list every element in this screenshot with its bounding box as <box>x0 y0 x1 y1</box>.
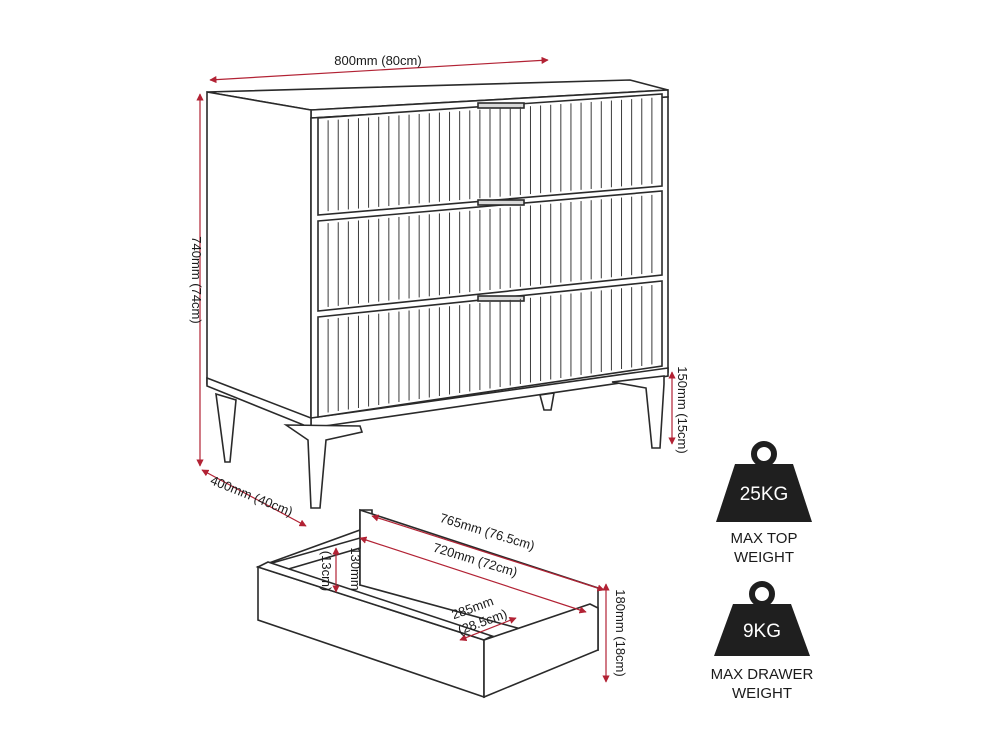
leg-height-label: 150mm (15cm) <box>675 366 690 453</box>
width-label: 800mm (80cm) <box>334 53 421 68</box>
drawer-weight-label-line2: WEIGHT <box>732 685 792 702</box>
drawer-height-label: 180mm (18cm) <box>613 589 628 676</box>
top-weight-value: 25KG <box>740 484 789 505</box>
dimension-lines <box>196 56 676 683</box>
drawer-handle-bottom <box>477 295 525 302</box>
drawer-grooves <box>327 97 653 413</box>
weight-icon <box>714 581 810 656</box>
height-label: 740mm (74cm) <box>189 236 204 323</box>
chest-of-drawers <box>206 79 669 509</box>
leg-front-left <box>283 424 364 509</box>
weight-icon <box>716 441 812 522</box>
top-weight-label-line2: WEIGHT <box>734 549 794 566</box>
drawer-depth-arrow <box>459 617 517 641</box>
drawer-handle-top <box>477 102 525 109</box>
drawer-inner-width-arrow <box>359 536 587 614</box>
open-drawer <box>255 508 599 699</box>
depth-arrow <box>201 469 307 527</box>
max-drawer-weight: 9KG MAX DRAWER WEIGHT <box>711 581 814 702</box>
chest-side-panel <box>206 91 312 427</box>
top-weight-label-line1: MAX TOP <box>731 530 798 547</box>
depth-label: 400mm (40cm) <box>208 472 295 519</box>
drawer-handle-middle <box>477 199 525 206</box>
leg-back-left <box>215 392 237 463</box>
leg-front-right <box>611 375 665 449</box>
width-arrow <box>209 56 549 84</box>
drawer-inner-height-cm-label: (13cm) <box>319 551 334 591</box>
drawer-inner-height-label: 130mm <box>348 547 363 590</box>
drawer-weight-value: 9KG <box>743 621 781 642</box>
leg-back-right <box>538 392 555 411</box>
max-top-weight: 25KG MAX TOP WEIGHT <box>716 441 812 566</box>
drawer-weight-label-line1: MAX DRAWER <box>711 666 814 683</box>
